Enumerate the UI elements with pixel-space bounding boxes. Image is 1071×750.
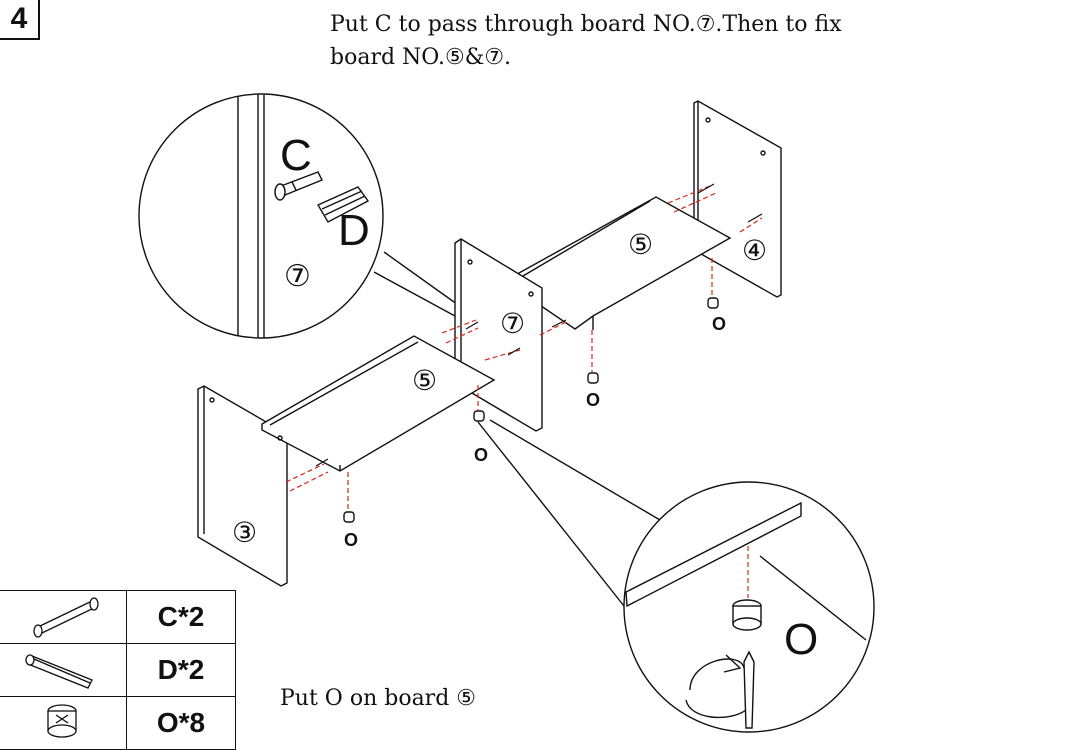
guide-lines (285, 185, 763, 598)
zoom-label-board-7: ⑦ (284, 259, 311, 294)
instruction-line-1: Put C to pass through board NO.⑦.Then to… (330, 12, 842, 37)
parts-qty-d: D*2 (126, 643, 236, 697)
instruction-line-2: board NO.⑤&⑦. (330, 45, 512, 70)
board-3 (197, 385, 288, 587)
dowel-d-part-icon (25, 654, 93, 689)
zoom-label-d: D (338, 206, 370, 255)
o-marker-4: O (344, 530, 358, 550)
board-label-4: ④ (742, 234, 767, 267)
parts-row: O*8 (0, 696, 236, 750)
cam-lock-markers (343, 297, 719, 523)
o-marker-1: O (712, 314, 726, 334)
parts-table: C*2 D*2 O*8 (0, 590, 236, 750)
zoom-detail-bottom (477, 419, 875, 733)
parts-qty-o: O*8 (126, 696, 236, 750)
dowel-pins (315, 183, 763, 467)
board-5-lower (261, 335, 496, 472)
dowel-d-icon (317, 186, 370, 223)
o-marker-2: O (586, 390, 600, 410)
zoom-label-o: O (784, 615, 818, 664)
caption-text: Put O on board ⑤ (280, 686, 477, 711)
screwdriver-icon (743, 650, 755, 729)
board-label-3: ③ (232, 516, 257, 549)
zoom-label-c: C (280, 131, 312, 180)
dowel-c-part-icon (33, 597, 99, 638)
o-marker-3: O (474, 445, 488, 465)
parts-row: C*2 (0, 590, 236, 644)
board-label-5-lower: ⑤ (412, 364, 437, 397)
parts-row: D*2 (0, 643, 236, 697)
cam-lock-o-zoom-icon (732, 599, 762, 631)
board-label-7: ⑦ (500, 307, 525, 340)
parts-qty-c: C*2 (126, 590, 236, 644)
instruction-text: Put C to pass through board NO.⑦.Then to… (330, 8, 842, 74)
step-number: 4 (0, 0, 40, 40)
zoom-detail-top (138, 93, 469, 339)
dowel-c-icon (274, 171, 323, 201)
board-label-5-upper: ⑤ (628, 228, 653, 261)
board-4 (693, 100, 782, 298)
cam-lock-o-part-icon (47, 704, 77, 738)
rotate-arrow-icon (685, 654, 747, 719)
